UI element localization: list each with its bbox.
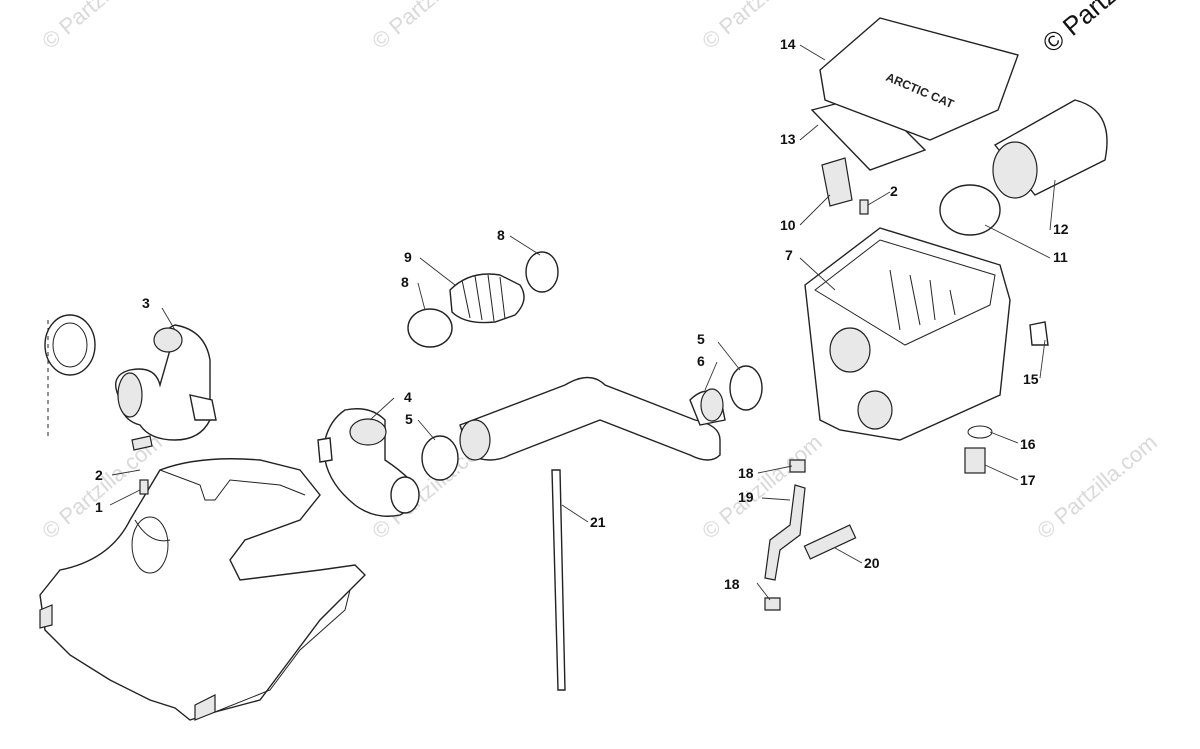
callout-21: 21 xyxy=(590,514,606,530)
part-3-intake-elbow xyxy=(44,314,217,451)
callout-10: 10 xyxy=(780,217,796,233)
callout-19: 19 xyxy=(738,489,754,505)
callout-2: 2 xyxy=(890,183,898,199)
part-19-drain-hose xyxy=(764,484,806,581)
callout-labels: 1 2 2 3 4 5 5 6 7 8 8 9 10 11 12 13 14 1… xyxy=(95,36,1069,592)
callout-20: 20 xyxy=(864,555,880,571)
callout-4: 4 xyxy=(404,389,412,405)
part-21-cable-tie xyxy=(551,469,566,691)
part-1-intake-shroud xyxy=(39,458,366,721)
callout-3: 3 xyxy=(142,295,150,311)
part-20-spring xyxy=(803,524,857,560)
watermark: © Partzilla.com xyxy=(367,0,497,54)
callout-1: 1 xyxy=(95,499,103,515)
part-18-clamp xyxy=(764,597,781,611)
part-4-intake-elbow xyxy=(317,408,420,517)
callout-18: 18 xyxy=(738,465,754,481)
part-10-filter-element xyxy=(821,157,853,207)
clamp-group xyxy=(407,184,1001,481)
callout-2: 2 xyxy=(95,467,103,483)
copyright-text: © Partzilla.com xyxy=(1037,0,1190,59)
part-18-clamp xyxy=(789,459,806,473)
callout-15: 15 xyxy=(1023,371,1039,387)
callout-17: 17 xyxy=(1020,472,1036,488)
fittings-group xyxy=(139,199,1049,495)
callout-5: 5 xyxy=(697,331,705,347)
leader-lines xyxy=(109,44,1056,601)
callout-5: 5 xyxy=(405,411,413,427)
watermark: © Partzilla.com xyxy=(697,0,827,54)
callout-9: 9 xyxy=(404,249,412,265)
callout-18: 18 xyxy=(724,576,740,592)
callout-8: 8 xyxy=(401,274,409,290)
callout-8: 8 xyxy=(497,227,505,243)
part-7-airbox xyxy=(804,227,1011,441)
callout-14: 14 xyxy=(780,36,796,52)
callout-11: 11 xyxy=(1053,249,1068,265)
watermark: © Partzilla.com xyxy=(1032,429,1162,543)
part-12-air-filter xyxy=(992,99,1108,199)
part-9-coupler-boot xyxy=(449,273,525,324)
callout-12: 12 xyxy=(1053,221,1069,237)
callout-13: 13 xyxy=(780,131,796,147)
part-6-intake-tube xyxy=(459,376,726,461)
callout-7: 7 xyxy=(785,247,793,263)
callout-16: 16 xyxy=(1020,436,1036,452)
callout-6: 6 xyxy=(697,353,705,369)
part-14-airbox-lid: ARCTIC CAT xyxy=(819,17,1019,141)
watermark: © Partzilla.com xyxy=(37,0,167,54)
